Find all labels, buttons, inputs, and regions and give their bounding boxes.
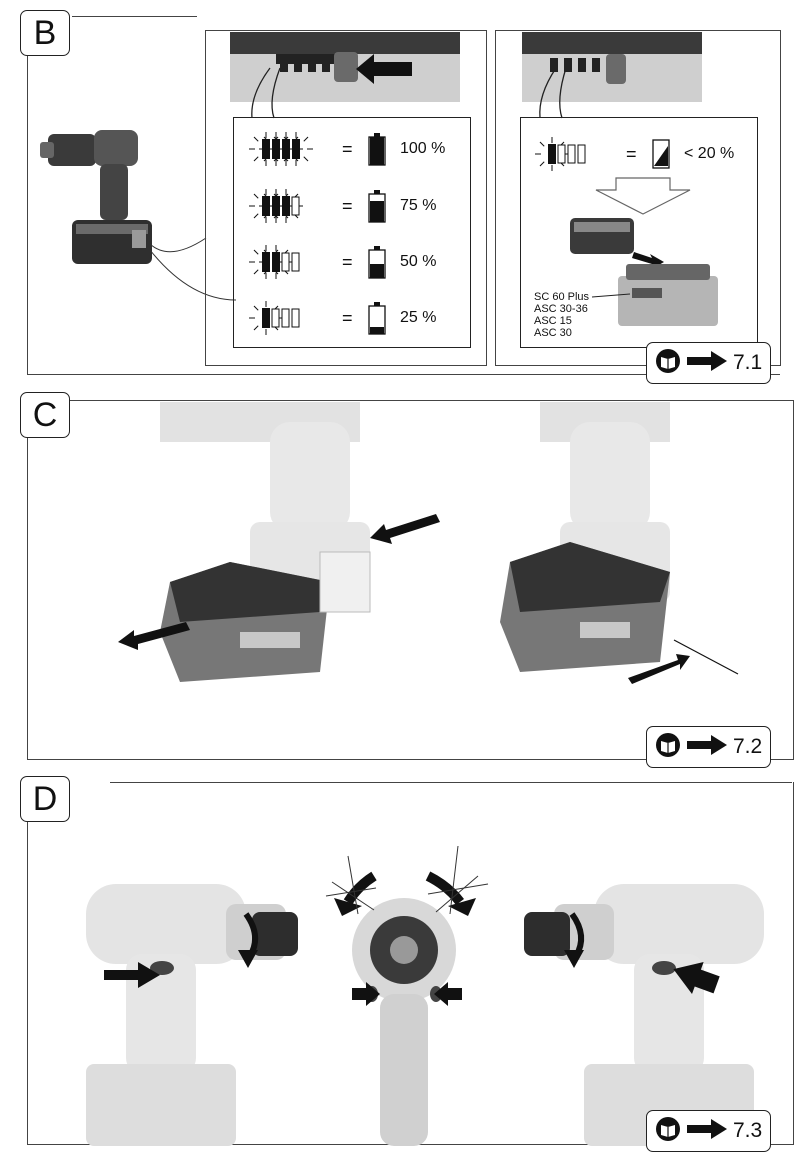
battery-icon — [368, 133, 386, 166]
drill-right-view-photo — [524, 884, 764, 1146]
battery-indicator-leds — [249, 189, 303, 223]
battery-levels-inner — [233, 117, 471, 348]
drill-left-view-photo — [86, 884, 298, 1146]
charger-label-line — [591, 293, 631, 298]
section-c-frame — [27, 400, 794, 760]
arrow-right-icon — [687, 1118, 727, 1144]
manual-reference-c: 7.2 — [646, 726, 772, 768]
callout-line-b — [149, 237, 237, 301]
rotate-arrow-left-drill — [238, 912, 259, 968]
battery-into-charger — [570, 218, 718, 326]
section-b-ref: 7.1 — [733, 351, 763, 374]
section-c-ref: 7.2 — [733, 735, 763, 758]
manual-book-icon — [655, 1116, 681, 1147]
push-button-arrow-front-left — [352, 982, 380, 1006]
battery-pack-photo-2 — [522, 32, 702, 102]
push-button-arrow-front-right — [434, 982, 462, 1006]
low-battery-leds — [535, 137, 586, 171]
down-arrow-icon — [595, 177, 691, 215]
battery-indicator-leds — [249, 301, 300, 335]
manual-reference-d: 7.3 — [646, 1110, 772, 1152]
drill-insert-battery-photo — [500, 402, 670, 672]
manual-reference-b: 7.1 — [646, 342, 772, 384]
battery-levels-panel — [205, 30, 487, 366]
manual-book-icon — [655, 348, 681, 379]
push-button-arrow-right — [673, 962, 720, 995]
battery-percent: 75 % — [400, 197, 437, 214]
push-arrow-icon — [356, 54, 412, 84]
equals-sign: = — [342, 196, 353, 216]
drill-front-view-photo — [352, 898, 456, 1146]
battery-percent: 50 % — [400, 253, 437, 270]
low-battery-percent: < 20 % — [684, 145, 735, 162]
equals-sign: = — [342, 308, 353, 328]
speech-tail-b — [251, 67, 281, 119]
equals-sign: = — [626, 144, 637, 164]
empty-battery-icon — [652, 139, 670, 169]
low-battery-inner — [520, 117, 758, 348]
section-b-top-rule — [72, 16, 197, 17]
charger-model-label: SC 60 Plus — [534, 291, 590, 303]
speech-tail-low — [539, 67, 567, 119]
battery-indicator-leds — [249, 132, 313, 166]
battery-percent: 100 % — [400, 140, 446, 157]
drill-remove-battery-photo — [160, 402, 371, 682]
manual-book-icon — [655, 732, 681, 763]
battery-icon — [368, 190, 386, 223]
arrow-right-icon — [687, 734, 727, 760]
pull-arrow-icon — [118, 622, 190, 650]
charger-model-label: ASC 15 — [534, 315, 572, 327]
charger-model-label: ASC 30 — [534, 327, 572, 339]
section-d-ref: 7.3 — [733, 1119, 763, 1142]
push-button-arrow-left — [104, 962, 160, 988]
section-b-frame — [27, 16, 780, 375]
insert-arrow-icon — [628, 639, 739, 684]
battery-pack-photo — [230, 32, 460, 102]
battery-icon — [368, 246, 386, 279]
equals-sign: = — [342, 139, 353, 159]
release-arrow-icon — [370, 514, 440, 544]
drill-illustration — [40, 130, 152, 264]
battery-indicator-leds — [249, 245, 300, 279]
low-battery-panel — [495, 30, 781, 366]
arrow-right-icon — [687, 350, 727, 376]
charger-model-label: ASC 30-36 — [534, 303, 588, 315]
rotate-arrow-right-drill — [564, 912, 585, 968]
equals-sign: = — [342, 252, 353, 272]
section-d-top-rule — [110, 782, 792, 783]
section-c-letter: C — [20, 392, 70, 438]
rotation-arrow-icon — [325, 845, 489, 916]
battery-icon — [368, 302, 386, 335]
section-d-letter: D — [20, 776, 70, 822]
section-b-letter: B — [20, 10, 70, 56]
battery-percent: 25 % — [400, 309, 437, 326]
